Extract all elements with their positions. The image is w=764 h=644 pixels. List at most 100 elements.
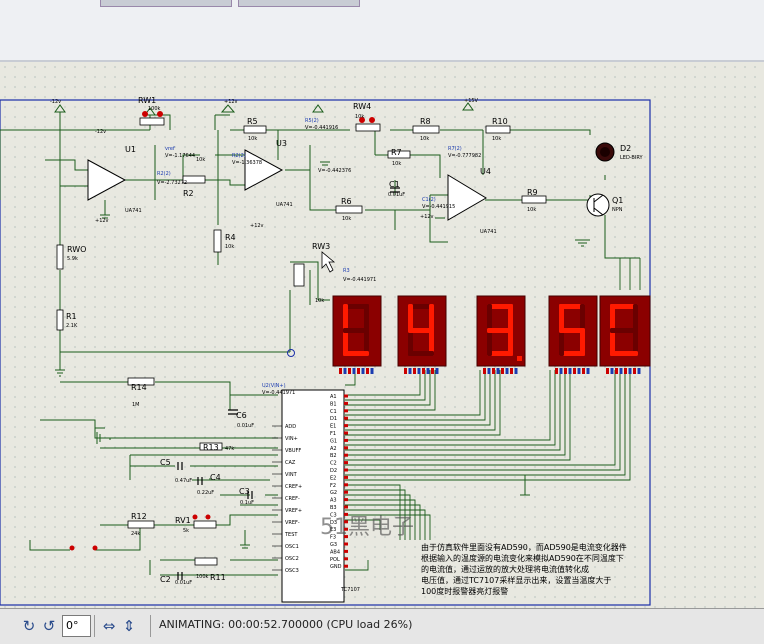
- ic-pin-right-label: F2: [330, 483, 336, 489]
- label-r2-value: 10k: [196, 157, 205, 163]
- label-r6-value: 10k: [342, 216, 351, 222]
- probe-vref: vref: [165, 146, 175, 152]
- label-rw4-value: 10k: [355, 114, 364, 120]
- ic-pin-right-label: A3: [330, 498, 337, 504]
- ic-pin-state: [344, 475, 348, 479]
- label-rwo: RWO: [67, 245, 86, 254]
- label-u4: U4: [480, 167, 491, 176]
- seven-seg-segment: [487, 330, 492, 356]
- ic-pin-state: [344, 549, 348, 553]
- seven-seg-pin: [339, 368, 342, 374]
- label-r14-value: 1M: [132, 402, 140, 408]
- rotation-input[interactable]: 0°: [62, 615, 91, 637]
- probe-rw3-reading: V=-0.441971: [343, 277, 376, 283]
- label-c3: C3: [239, 487, 250, 496]
- seven-seg-segment: [559, 304, 564, 330]
- seven-seg-segment: [408, 351, 434, 356]
- ic-pin-state: [344, 424, 348, 428]
- label-c1-value: 0.01uF: [388, 192, 405, 198]
- seven-seg-pin: [582, 368, 585, 374]
- label-r5: R5: [247, 117, 258, 126]
- note-line: 根据输入的温度源的电流变化来模拟AD590在不同温度下: [421, 553, 624, 563]
- ic-pin-state: [344, 468, 348, 472]
- ic-pin-right-label: D3: [330, 520, 337, 526]
- probe-c1-2-reading: V=-0.441915: [422, 204, 455, 210]
- ic-pin-right-label: E1: [330, 424, 336, 430]
- ic-pin-right-label: C1: [330, 409, 337, 415]
- seven-seg-pin: [370, 368, 374, 374]
- op-amps: [87, 149, 487, 221]
- label-u3: U3: [276, 139, 287, 148]
- ic-pin-right-label: D2: [330, 468, 337, 474]
- seven-seg-pin: [496, 368, 500, 374]
- label-u1-pos: +12v: [95, 218, 109, 224]
- mirror-vertical-icon[interactable]: ⇕: [122, 617, 136, 635]
- label-c3-value: 0.1uF: [240, 500, 254, 506]
- seven-seg-pin: [487, 368, 491, 374]
- transistor-q1: [586, 193, 610, 217]
- label-u4-pos: +12v: [420, 214, 434, 220]
- probe-rw3: R3: [343, 268, 350, 274]
- label-u3-pos: +12v: [250, 223, 264, 229]
- probe-u3out-reading: V=-0.442376: [318, 168, 351, 174]
- ic-pin-right-label: E2: [330, 475, 336, 481]
- seven-seg-pin: [510, 368, 513, 374]
- tab-stub[interactable]: [238, 0, 360, 7]
- label-r12: R12: [131, 512, 147, 521]
- rotate-cw-icon[interactable]: ↻: [22, 617, 36, 635]
- ic-pin-right-label: AB4: [330, 549, 340, 555]
- bus-lines: [345, 258, 641, 571]
- ic-pin-left-label: ADD: [285, 424, 296, 430]
- label-r7-value: 10k: [392, 161, 401, 167]
- ic-pin-left-label: OSC1: [285, 544, 299, 550]
- seven-seg-segment: [343, 304, 348, 330]
- label-c6-value: 0.01uF: [237, 423, 254, 429]
- seven-seg-pin: [408, 368, 412, 374]
- tab-stub[interactable]: [100, 0, 232, 7]
- seven-seg-pin: [343, 368, 347, 374]
- status-separator: [94, 615, 95, 637]
- seven-seg-pin: [348, 368, 351, 374]
- label-r12-value: 24k: [131, 531, 140, 537]
- seven-seg-pin: [426, 368, 430, 374]
- label-u1-part: UA741: [125, 208, 142, 214]
- seven-segment-displays: [332, 295, 651, 374]
- ic-pin-state: [344, 542, 348, 546]
- seven-seg-segment: [559, 328, 585, 333]
- seven-seg-pin: [586, 368, 590, 374]
- seven-seg-segment: [487, 351, 513, 356]
- label-r10: R10: [492, 117, 508, 126]
- ic-pin-state: [344, 438, 348, 442]
- label-c4: C4: [210, 473, 221, 482]
- label-rw1-value: 100k: [148, 106, 161, 112]
- seven-seg-pin: [610, 368, 614, 374]
- rotate-ccw-icon[interactable]: ↺: [42, 617, 56, 635]
- label-u2-vin-reading: V=-0.441971: [262, 390, 295, 396]
- ic-pin-right-label: B3: [330, 505, 337, 511]
- pointer-cursor-icon: [321, 251, 336, 273]
- label-supply-pos2: +15V: [464, 98, 479, 104]
- seven-seg-segment: [343, 328, 369, 333]
- label-r13: R13: [203, 443, 219, 452]
- seven-seg-segment: [610, 351, 638, 356]
- probe-r3-2: R2(2): [232, 153, 246, 159]
- mirror-horizontal-icon[interactable]: ⇔: [102, 617, 116, 635]
- origin-marker-icon: [287, 349, 295, 357]
- seven-seg-pin: [422, 368, 425, 374]
- label-u1: U1: [125, 145, 136, 154]
- ic-pin-right-label: E3: [330, 527, 336, 533]
- label-r4-value: 10k: [225, 244, 234, 250]
- toolbar-area: [0, 0, 764, 62]
- ic-pin-right-label: A2: [330, 446, 337, 452]
- ic-pin-right-label: F3: [330, 535, 336, 541]
- schematic-canvas[interactable]: RW1 100k RW4 10k RW3 10k RWO 5.9k U1 UA7…: [0, 62, 764, 608]
- label-q1: Q1: [612, 196, 623, 205]
- label-r14: R14: [131, 383, 147, 392]
- label-c5: C5: [160, 458, 171, 467]
- probe-labels: vref V=-1.17644 R2(2) V=-2.73272 R5(2) V…: [157, 118, 481, 283]
- seven-seg-segment: [408, 304, 413, 330]
- label-c1: C1: [389, 180, 400, 189]
- ic-pin-right-label: G1: [330, 438, 337, 444]
- label-supply-pos: +12v: [224, 99, 238, 105]
- seven-seg-segment: [580, 304, 585, 330]
